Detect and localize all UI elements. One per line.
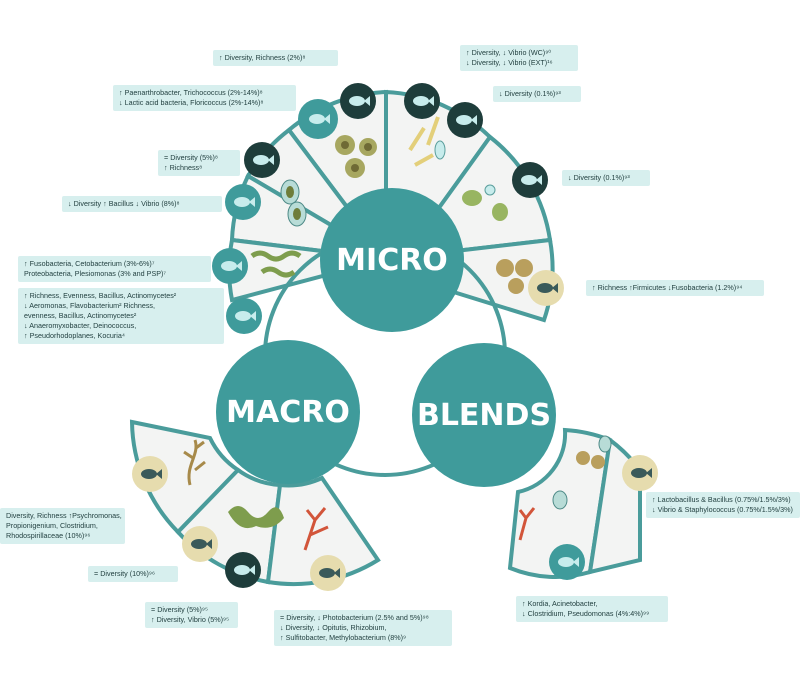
macro-note-line: = Diversity (5%)⁹⁵: [151, 605, 208, 614]
micro-note-line: ↓ Anaeromyxobacter, Deinococcus,: [24, 321, 137, 330]
micro-note-line: ↓ Diversity (0.1%)⁹³: [568, 173, 630, 182]
fish-glyph: [234, 197, 255, 207]
fish-glyphs: [141, 96, 652, 578]
macro-hub-label: MACRO: [226, 395, 350, 430]
microalgae-cell-icon: [280, 179, 307, 227]
micro-note-1: ↑ Diversity, Richness (2%)⁸: [213, 50, 338, 66]
micro-note-line: ↓ Aeromonas, Flavobacterium² Richness,: [24, 301, 156, 310]
micro-note-line: ↑ Paenarthrobacter, Trichococcus (2%-14%…: [119, 88, 263, 97]
blends-note-line: ↓ Vibrio & Staphylococcus (0.75%/1.5%/3%…: [652, 505, 793, 514]
macro-note-line: ↑ Diversity, Vibrio (5%)⁹⁵: [151, 615, 230, 624]
microalgae-cell-icon: [496, 259, 533, 294]
micro-note-3: ↑ Paenarthrobacter, Trichococcus (2%-14%…: [113, 85, 296, 111]
fish-glyph: [558, 557, 579, 567]
macro-note-line: Diversity, Richness ↑Psychromonas,: [6, 511, 122, 520]
microalgae-cell-icon: [250, 250, 302, 278]
macro-note-line: Propionigenium, Clostridium,: [6, 521, 98, 530]
blends-note-line: ↑ Lactobacillus & Bacillus (0.75%/1.5%/3…: [652, 495, 791, 504]
microalgae-cell-icon: [462, 184, 508, 221]
macro-note-line: ↓ Diversity, ↓ Opitutis, Rhizobium,: [280, 623, 387, 632]
macro-segment-1: [129, 419, 242, 535]
micro-note-line: evenness, Bacillus, Actinomycetes²: [24, 311, 137, 320]
macro-note-4: = Diversity, ↓ Photobacterium (2.5% and …: [274, 610, 452, 646]
fish-glyph: [456, 115, 477, 125]
fish-glyph: [191, 539, 212, 549]
blends-hub: [412, 343, 556, 487]
fish-glyph: [413, 96, 434, 106]
micro-note-4: ↓ Diversity (0.1%)⁹³: [493, 86, 581, 102]
microalgae-cell-icon: [335, 135, 377, 178]
macro-note-2: = Diversity (10%)⁹⁶: [88, 566, 178, 582]
micro-note-6: ↓ Diversity (0.1%)⁹³: [562, 170, 650, 186]
macro-note-1: Diversity, Richness ↑Psychromonas, Propi…: [0, 508, 125, 544]
micro-note-line: ↑ Diversity, Richness (2%)⁸: [219, 53, 306, 62]
micro-note-line: ↓ Lactic acid bacteria, Floricoccus (2%-…: [119, 98, 264, 107]
fish-glyph: [631, 468, 652, 478]
kelp-icon: [183, 439, 206, 486]
micro-note-line: ↓ Diversity, ↓ Vibrio (EXT)¹⁶: [466, 58, 553, 67]
seaweed-icon: [303, 507, 329, 551]
macro-note-3: = Diversity (5%)⁹⁵ ↑ Diversity, Vibrio (…: [145, 602, 238, 628]
macro-note-line: Rhodospirillaceae (10%)⁹⁶: [6, 531, 91, 540]
micro-note-line: Proteobacteria, Plesiomonas (3% and PSP)…: [24, 269, 167, 278]
blends-note-1: ↑ Lactobacillus & Bacillus (0.75%/1.5%/3…: [646, 492, 800, 518]
fish-glyph: [521, 175, 542, 185]
blends-hub-label: BLENDS: [417, 398, 551, 433]
micro-note-9: ↑ Richness ↑Firmicutes ↓Fusobacteria (1.…: [586, 280, 764, 296]
micro-note-line: ↑ Pseudorhodoplanes, Kocuria⁴: [24, 331, 125, 340]
macro-note-line: = Diversity, ↓ Photobacterium (2.5% and …: [280, 613, 429, 622]
microalgae-cell-icon: [408, 116, 446, 167]
micro-note-8: ↑ Fusobacteria, Cetobacterium (3%-6%)⁷ P…: [18, 256, 211, 282]
fish-glyph: [141, 469, 162, 479]
seaweed-icon: [518, 507, 536, 541]
blends-note-2: ↑ Kordia, Acinetobacter, ↓ Clostridium, …: [516, 596, 668, 622]
micro-note-line: ↓ Diversity (0.1%)⁹³: [499, 89, 561, 98]
fish-glyph: [309, 114, 330, 124]
micro-note-7: ↓ Diversity ↑ Bacillus ↓ Vibrio (8%)⁸: [62, 196, 222, 212]
macro-note-line: = Diversity (10%)⁹⁶: [94, 569, 155, 578]
micro-note-line: ↑ Richness⁸: [164, 163, 203, 172]
fish-glyph: [349, 96, 370, 106]
micro-note-line: ↑ Diversity, ↓ Vibrio (WC)⁹⁰: [466, 48, 552, 57]
micro-note-10: ↑ Richness, Evenness, Bacillus, Actinomy…: [18, 288, 224, 344]
fish-glyph: [253, 155, 274, 165]
micro-note-line: ↑ Richness, Evenness, Bacillus, Actinomy…: [24, 291, 177, 300]
blends-note-line: ↑ Kordia, Acinetobacter,: [522, 599, 598, 608]
microalgae-cell-icon: [552, 435, 612, 510]
micro-note-line: ↑ Fusobacteria, Cetobacterium (3%-6%)⁷: [24, 259, 155, 268]
micro-note-2: ↑ Diversity, ↓ Vibrio (WC)⁹⁰ ↓ Diversity…: [460, 45, 578, 71]
micro-hub: [320, 188, 464, 332]
fish-glyph: [319, 568, 340, 578]
macro-segment-3: [265, 475, 381, 586]
blends-note-line: ↓ Clostridium, Pseudomonas (4%:4%)⁹⁹: [522, 609, 650, 618]
fish-glyph: [234, 565, 255, 575]
macro-note-line: ↑ Sulfitobacter, Methylobacterium (8%)⁹: [280, 633, 407, 642]
fish-glyph: [235, 311, 256, 321]
micro-note-line: ↑ Richness ↑Firmicutes ↓Fusobacteria (1.…: [592, 283, 743, 292]
micro-note-5: = Diversity (5%)⁸ ↑ Richness⁸: [158, 150, 240, 176]
fish-glyph: [221, 261, 242, 271]
micro-note-line: ↓ Diversity ↑ Bacillus ↓ Vibrio (8%)⁸: [68, 199, 180, 208]
micro-note-line: = Diversity (5%)⁸: [164, 153, 218, 162]
micro-hub-label: MICRO: [336, 243, 448, 278]
macro-hub: [216, 340, 360, 484]
seaweed-icon: [228, 506, 284, 529]
fish-glyph: [537, 283, 558, 293]
